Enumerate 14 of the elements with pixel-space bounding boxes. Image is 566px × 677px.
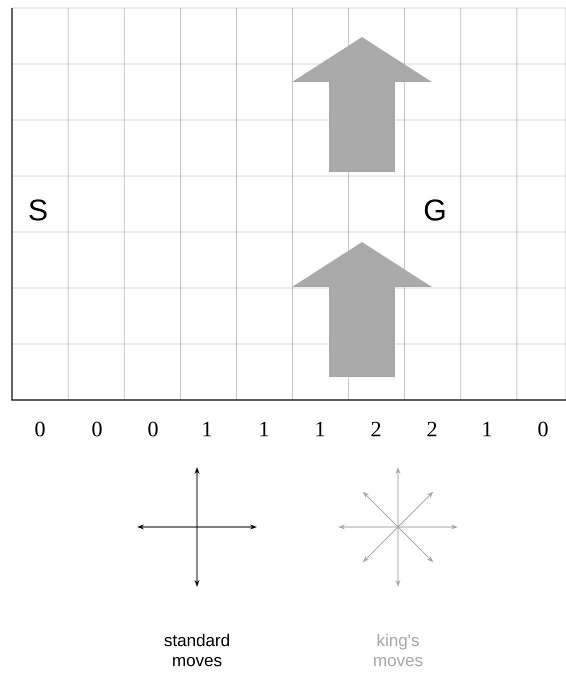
caption: king's moves [374, 634, 422, 666]
cell-letter: S [29, 199, 47, 221]
wind-strength-number: 0 [538, 422, 548, 436]
wind-strength-number: 1 [260, 422, 268, 436]
wind-strength-number: 0 [148, 422, 158, 436]
wind-strength-number: 0 [92, 422, 102, 436]
wind-strength-number: 1 [316, 422, 324, 436]
wind-strength-number: 1 [483, 422, 492, 436]
wind-strength-number: 0 [35, 422, 45, 436]
wind-strength-number: 1 [203, 422, 212, 436]
cell-letter: G [424, 199, 444, 221]
caption: standard moves [164, 634, 229, 666]
wind-strength-number: 2 [371, 422, 380, 436]
wind-strength-number: 2 [427, 422, 436, 436]
